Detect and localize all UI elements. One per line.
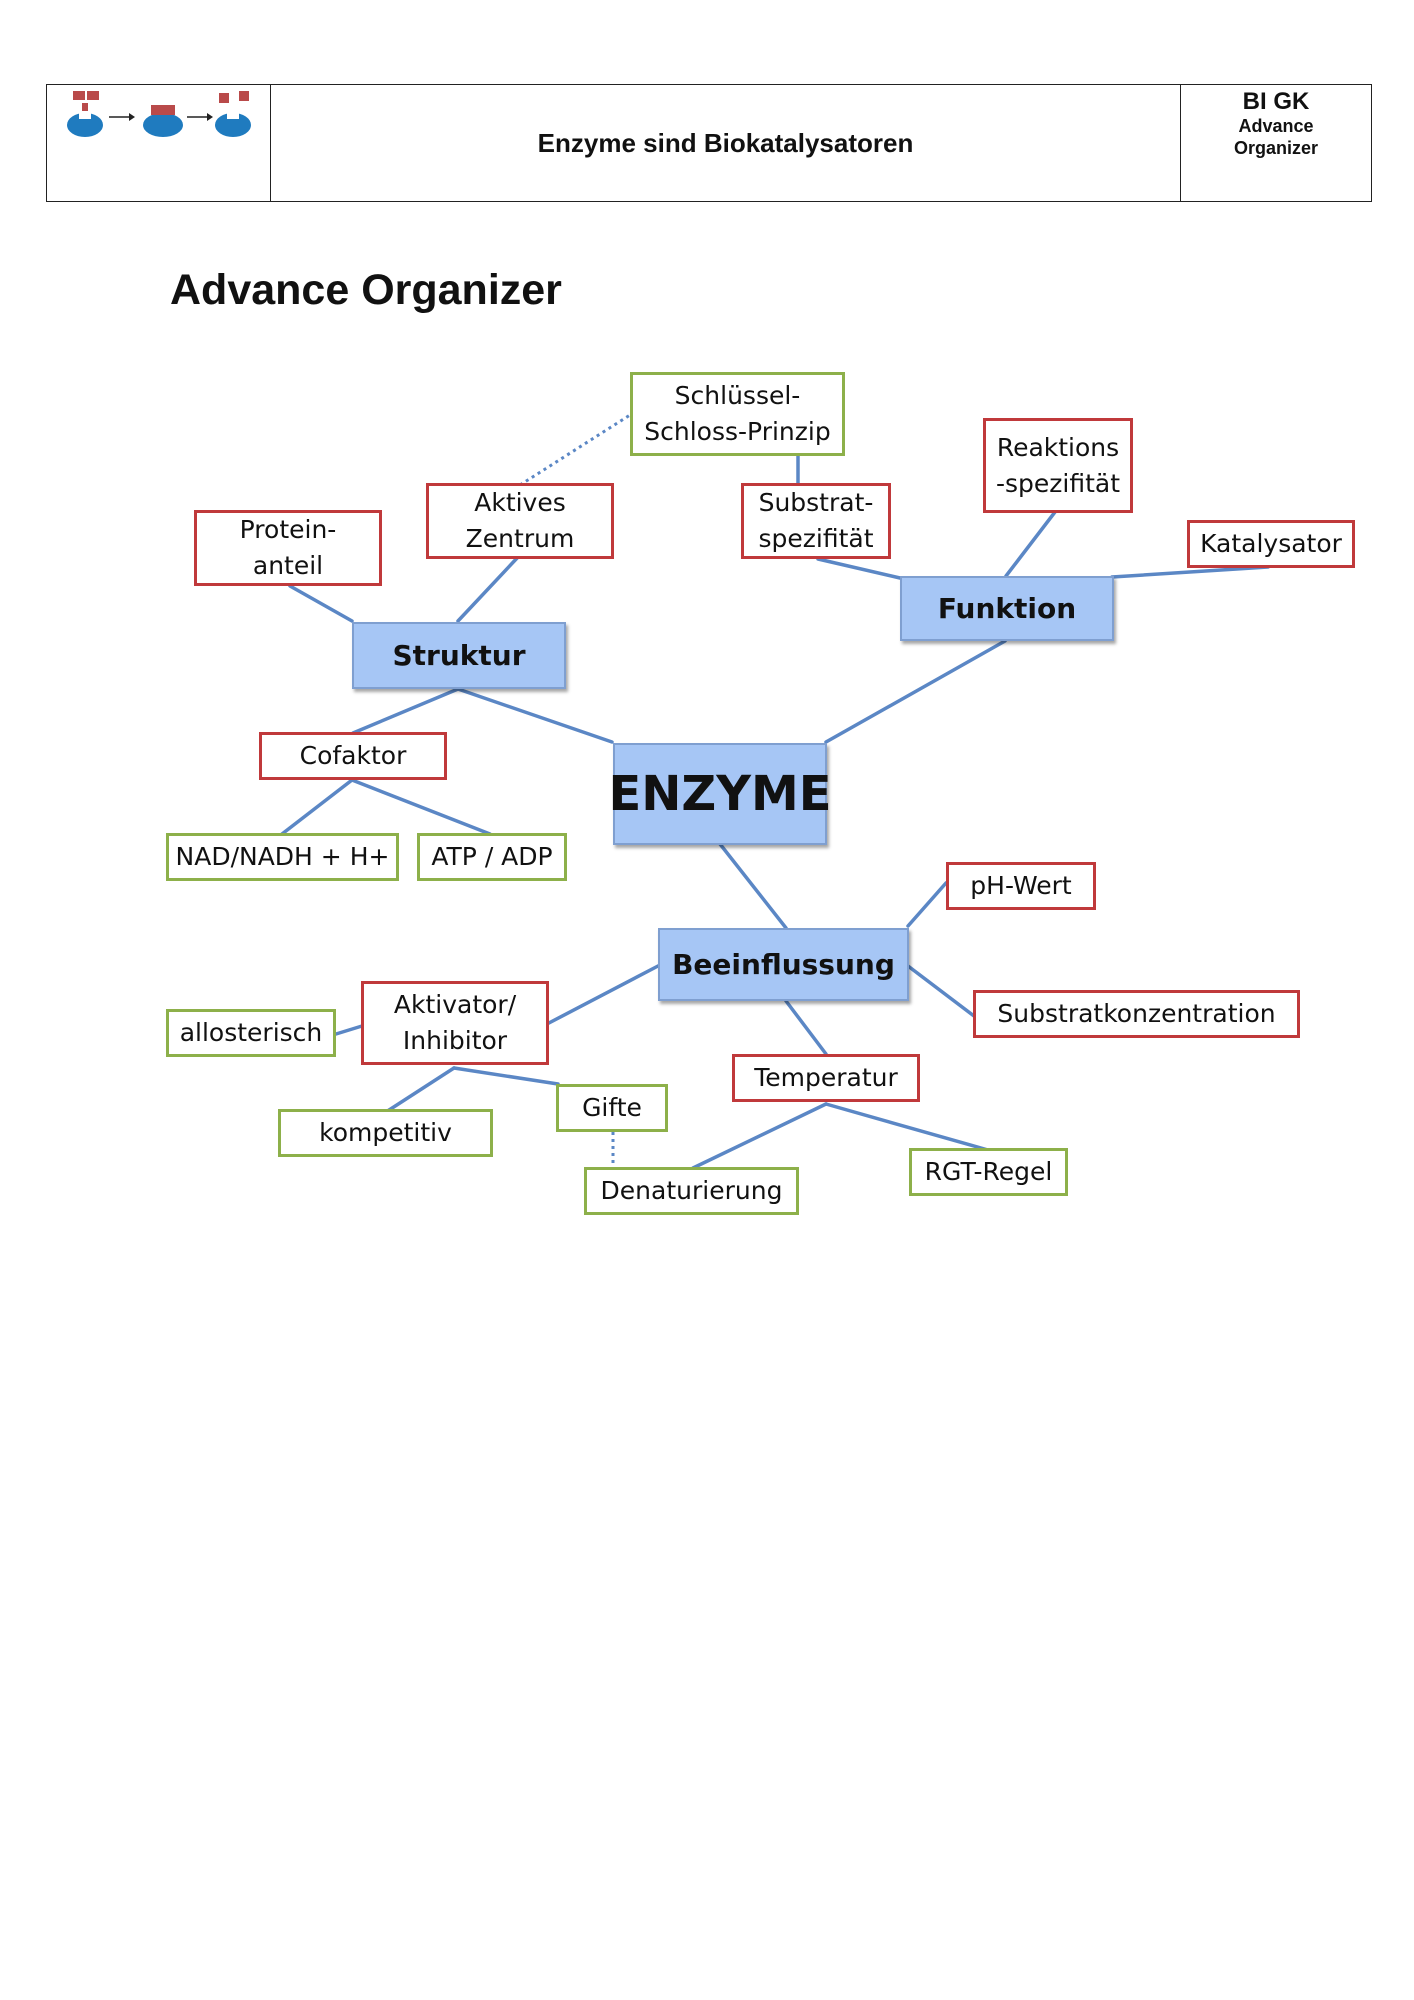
node-substratspezifitaet-line2: spezifität — [758, 524, 874, 553]
enzyme-reaction-icon — [67, 91, 251, 137]
node-proteinanteil-line2: anteil — [252, 551, 324, 580]
node-schluessel-schloss-line1: Schlüssel- — [674, 381, 801, 410]
edge-funktion-katalysator — [1110, 565, 1270, 579]
node-beeinflussung-label: Beeinflussung — [672, 947, 895, 981]
edge-beein-substratkonz — [906, 964, 976, 1018]
node-nad-label: NAD/NADH + H+ — [175, 842, 390, 871]
edge-enzyme-funktion — [824, 639, 1007, 744]
node-aktivator-inhibitor-line1: Aktivator/ — [393, 990, 517, 1019]
node-aktivator-inhibitor-line2: Inhibitor — [402, 1026, 508, 1055]
node-aktives-zentrum-line2: Zentrum — [465, 524, 575, 553]
course-subtitle-line1: Advance — [1238, 116, 1314, 136]
node-funktion-label: Funktion — [937, 591, 1077, 625]
header-table: Enzyme sind Biokatalysatoren BI GK Advan… — [46, 84, 1372, 202]
node-reaktionsspezifitaet-line1: Reaktions — [996, 432, 1120, 462]
node-proteinanteil-line1: Protein- — [239, 515, 337, 544]
node-gifte: Gifte — [556, 1084, 668, 1132]
node-enzyme: ENZYME — [608, 743, 832, 845]
edge-beein-temperatur — [784, 999, 828, 1056]
node-denaturierung-label: Denaturierung — [600, 1176, 783, 1205]
node-funktion: Funktion — [900, 576, 1114, 641]
edge-cofaktor-nad — [280, 778, 354, 836]
node-kompetitiv-label: kompetitiv — [319, 1118, 452, 1147]
edge-struktur-aktiv — [456, 554, 521, 623]
node-cofaktor: Cofaktor — [259, 732, 447, 780]
node-substratkonzentration: Substratkonzentration — [973, 990, 1300, 1038]
node-atp: ATP / ADP — [417, 833, 567, 881]
header-course-cell: BI GK Advance Organizer — [1181, 85, 1371, 201]
edge-temperatur-denaturierung — [691, 1102, 828, 1170]
edge-struktur-protein — [288, 584, 354, 623]
node-struktur: Struktur — [352, 622, 566, 689]
node-beeinflussung: Beeinflussung — [658, 928, 909, 1001]
page-title: Advance Organizer — [170, 266, 562, 314]
node-temperatur: Temperatur — [732, 1054, 920, 1102]
node-aktives-zentrum: Aktives Zentrum — [426, 483, 614, 559]
node-rgt-regel-label: RGT-Regel — [924, 1157, 1053, 1186]
course-subtitle-line2: Organizer — [1233, 138, 1319, 158]
node-allosterisch-label: allosterisch — [179, 1018, 323, 1047]
edge-funktion-substrat — [816, 557, 902, 580]
edge-beein-aktivator — [545, 964, 660, 1026]
node-kompetitiv: kompetitiv — [278, 1109, 493, 1157]
node-ph-wert-label: pH-Wert — [970, 871, 1072, 900]
node-proteinanteil: Protein- anteil — [194, 510, 382, 586]
node-substratspezifitaet-line1: Substrat- — [758, 488, 874, 517]
node-enzyme-label: ENZYME — [608, 766, 832, 822]
node-denaturierung: Denaturierung — [584, 1167, 799, 1215]
node-aktives-zentrum-line1: Aktives — [474, 488, 566, 517]
node-gifte-label: Gifte — [582, 1093, 642, 1122]
node-rgt-regel: RGT-Regel — [909, 1148, 1068, 1196]
node-aktivator-inhibitor: Aktivator/ Inhibitor — [361, 981, 549, 1065]
edge-temperatur-rgt — [824, 1102, 990, 1152]
edge-aktivator-kompetitiv — [384, 1066, 456, 1114]
node-substratspezifitaet: Substrat- spezifität — [741, 483, 891, 559]
node-reaktionsspezifitaet-line2: -spezifität — [995, 468, 1121, 498]
node-schluessel-schloss-line2: Schloss-Prinzip — [644, 417, 831, 446]
node-atp-label: ATP / ADP — [431, 842, 553, 871]
document-title: Enzyme sind Biokatalysatoren — [537, 127, 914, 158]
edge-beein-ph — [906, 881, 948, 928]
edge-aktivator-gifte — [452, 1066, 560, 1086]
edge-cofaktor-atp — [350, 778, 492, 836]
edge-aktiv-schluessel-dotted — [519, 413, 631, 487]
node-ph-wert: pH-Wert — [946, 862, 1096, 910]
edge-aktivator-allosterisch — [334, 1024, 364, 1036]
node-allosterisch: allosterisch — [166, 1009, 336, 1057]
header-logo-cell — [47, 85, 271, 201]
node-reaktionsspezifitaet: Reaktions -spezifität — [983, 418, 1133, 513]
header-title-cell: Enzyme sind Biokatalysatoren — [271, 85, 1181, 201]
edge-enzyme-struktur — [456, 687, 614, 744]
course-label: BI GK — [1242, 88, 1310, 115]
node-nad: NAD/NADH + H+ — [166, 833, 399, 881]
node-temperatur-label: Temperatur — [754, 1063, 898, 1092]
node-schluessel-schloss: Schlüssel- Schloss-Prinzip — [630, 372, 845, 456]
node-katalysator: Katalysator — [1187, 520, 1355, 568]
node-substratkonzentration-label: Substratkonzentration — [997, 999, 1276, 1028]
edge-struktur-cofaktor — [351, 687, 460, 735]
node-struktur-label: Struktur — [392, 638, 526, 672]
edge-funktion-reaktion — [1004, 510, 1057, 578]
node-katalysator-label: Katalysator — [1200, 529, 1342, 558]
edge-enzyme-beeinflussung — [718, 842, 788, 930]
node-cofaktor-label: Cofaktor — [299, 741, 407, 770]
